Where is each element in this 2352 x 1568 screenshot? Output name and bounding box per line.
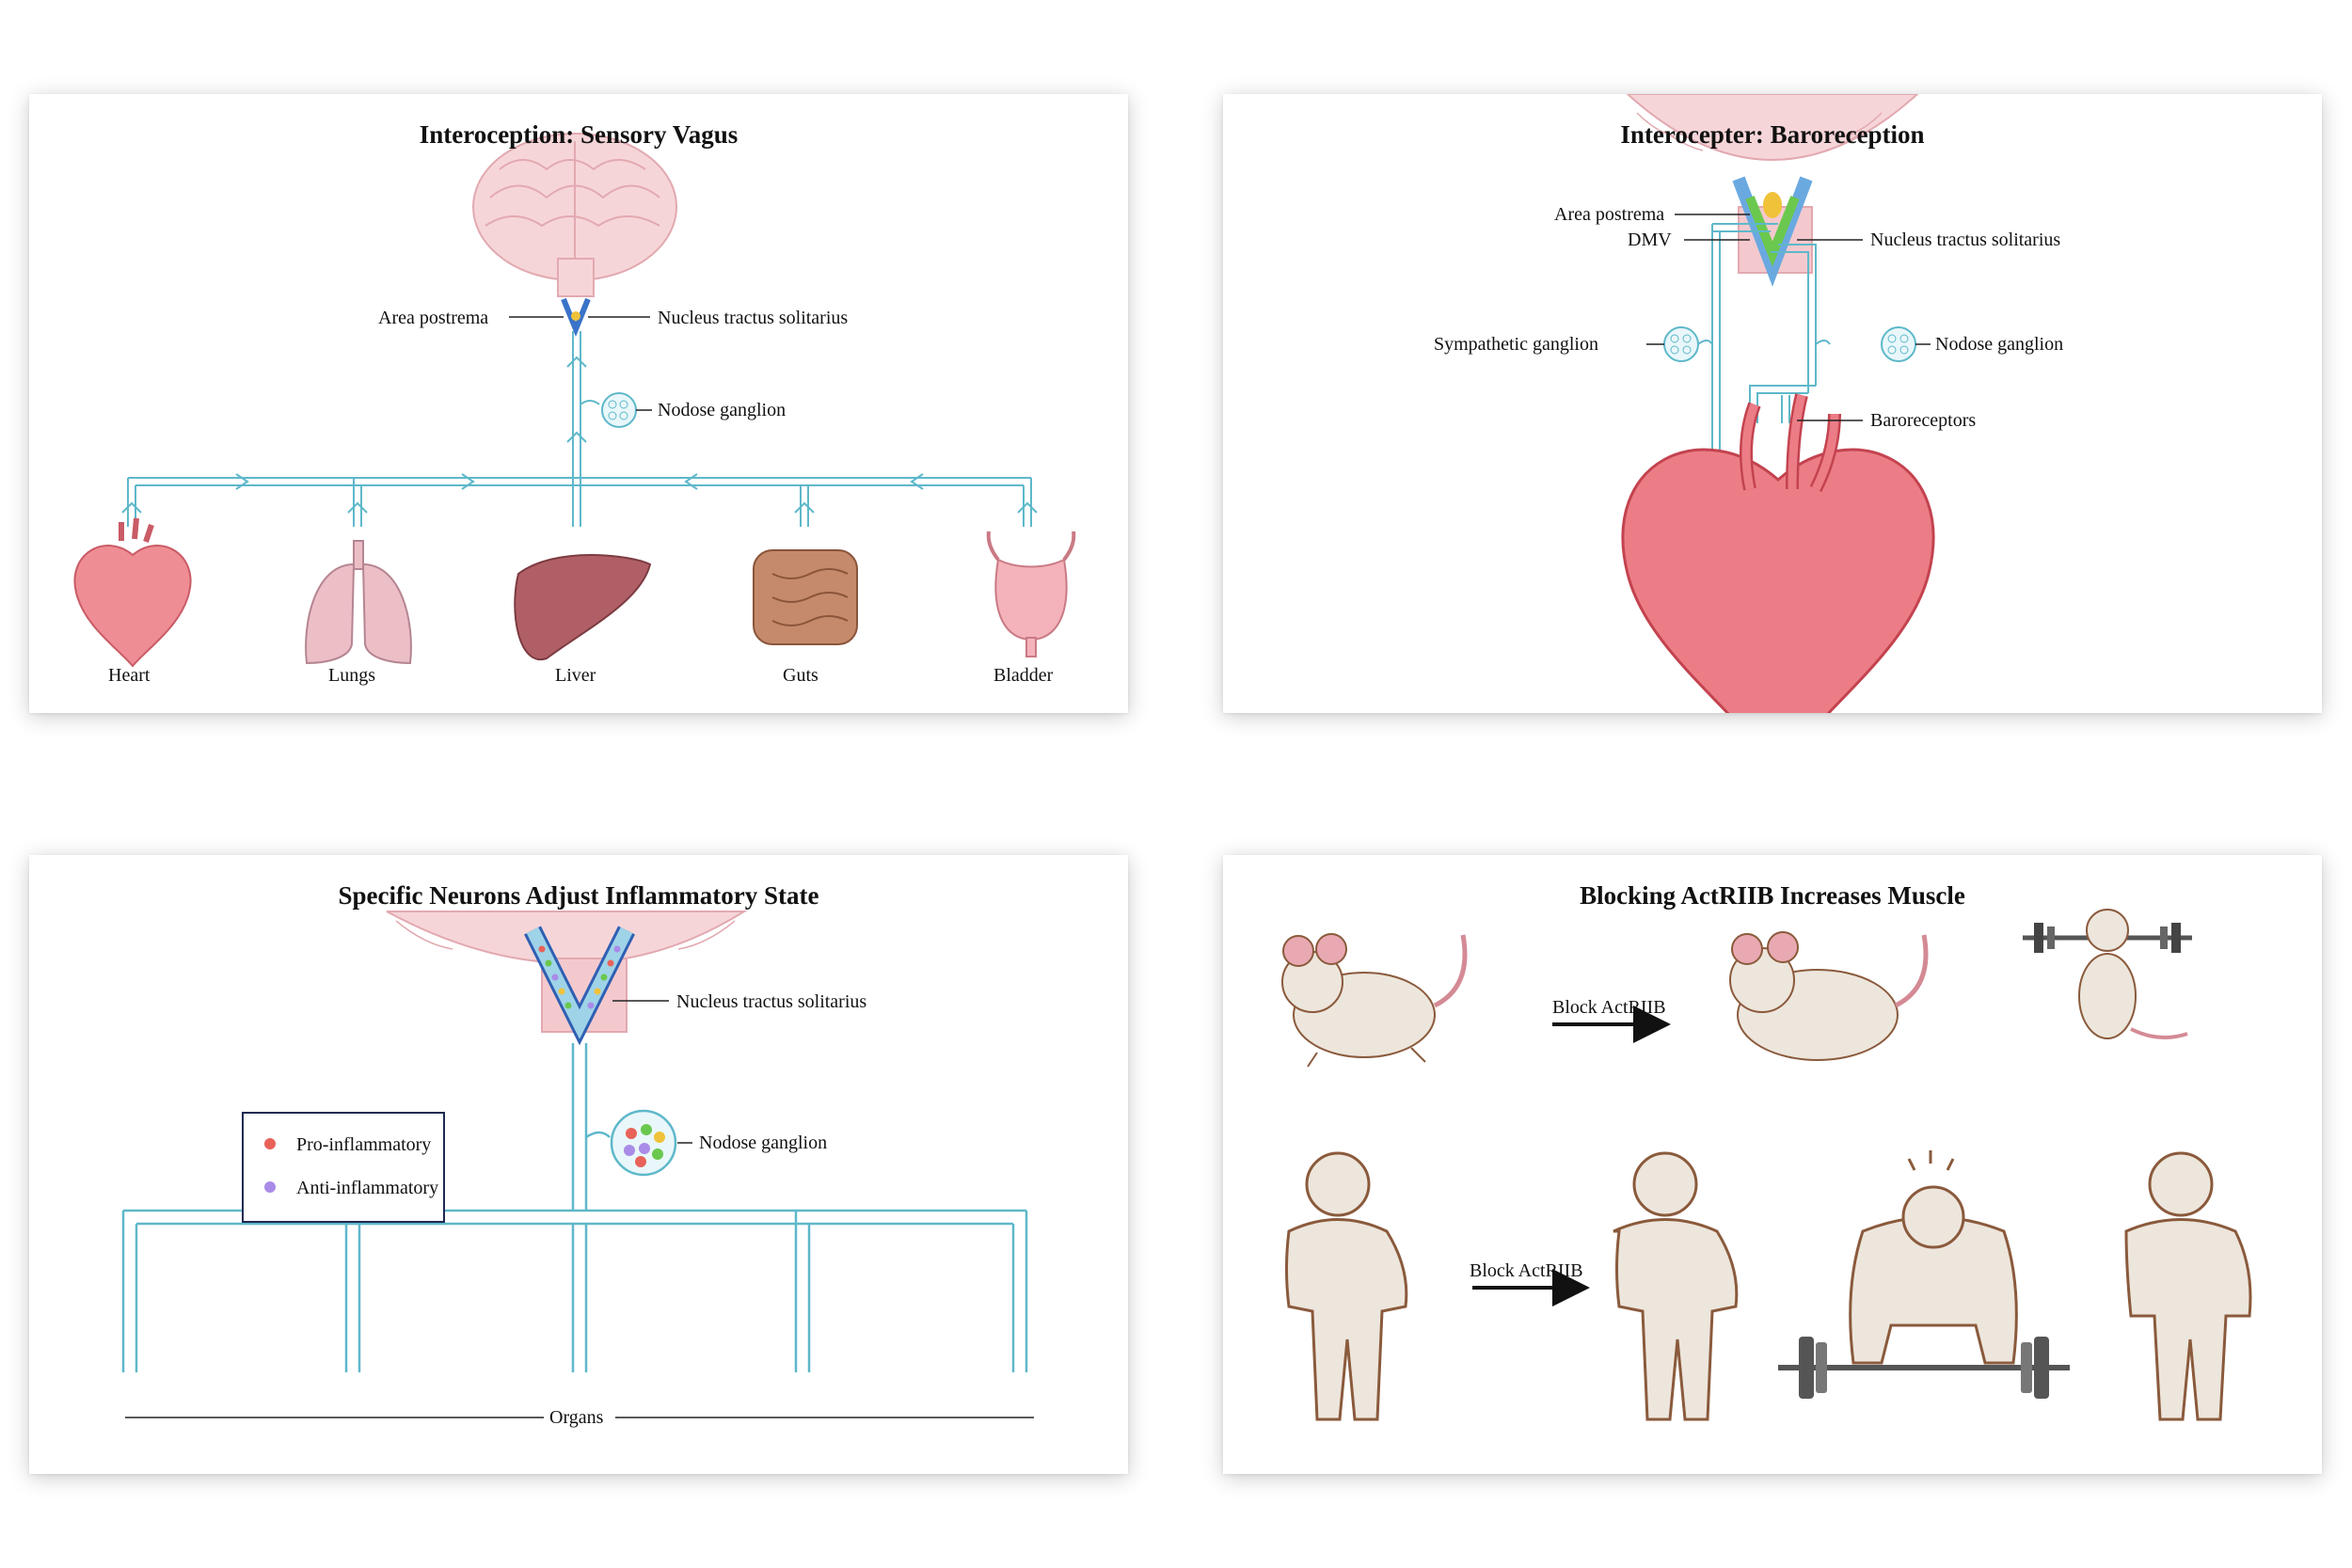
baroreception-diagram bbox=[1621, 94, 1935, 713]
panel-title: Specific Neurons Adjust Inflammatory Sta… bbox=[338, 881, 819, 910]
nodose-ganglion-icon bbox=[580, 392, 637, 428]
nts-label: Nucleus tractus solitarius bbox=[658, 308, 849, 328]
nts-label: Nucleus tractus solitarius bbox=[676, 991, 867, 1012]
sympathetic-ganglion-label: Sympathetic ganglion bbox=[1434, 334, 1598, 355]
anti-inflammatory-dot bbox=[264, 1181, 276, 1193]
organ-label-lungs: Lungs bbox=[328, 665, 375, 686]
panel-title: Blocking ActRIIB Increases Muscle bbox=[1580, 881, 1965, 910]
organ-label-guts: Guts bbox=[783, 665, 818, 686]
nodose-ganglion-label: Nodose ganglion bbox=[1935, 334, 2064, 355]
area-postrema-marker bbox=[571, 311, 580, 321]
legend-item-pro: Pro-inflammatory bbox=[264, 1134, 432, 1156]
area-postrema-label: Area postrema bbox=[378, 308, 489, 328]
sensory-vagus-diagram bbox=[73, 133, 1076, 668]
human-arrow-label: Block ActRIIB bbox=[1470, 1260, 1583, 1281]
human-figure-icon bbox=[1285, 1151, 1408, 1421]
organ-label-liver: Liver bbox=[555, 665, 596, 686]
legend-box: Pro-inflammatory Anti-inflammatory bbox=[242, 1112, 445, 1223]
dmv-label: DMV bbox=[1628, 230, 1672, 250]
liver-icon bbox=[514, 554, 652, 661]
panel-inflammatory: Specific Neurons Adjust Inflammatory Sta… bbox=[29, 855, 1128, 1474]
brain-illustration bbox=[472, 133, 677, 297]
baroreceptors-label: Baroreceptors bbox=[1870, 410, 1977, 431]
pro-inflammatory-dot bbox=[264, 1138, 276, 1149]
mouse-icon bbox=[1729, 931, 1929, 1061]
area-postrema-marker bbox=[1763, 192, 1782, 218]
panel-title: Interoception: Sensory Vagus bbox=[419, 120, 739, 149]
panel-baroreception: Interocepter: Baroreception Area postrem… bbox=[1223, 94, 2322, 713]
panel-actriib: Blocking ActRIIB Increases Muscle Block … bbox=[1223, 855, 2322, 1474]
human-figure-icon bbox=[1613, 1151, 1739, 1421]
organ-label-bladder: Bladder bbox=[993, 665, 1054, 686]
area-postrema-label: Area postrema bbox=[1554, 204, 1665, 225]
nodose-ganglion-icon bbox=[1815, 326, 1916, 362]
nodose-ganglion-label: Nodose ganglion bbox=[699, 1132, 828, 1153]
brainstem-illustration bbox=[1626, 94, 1919, 274]
legend-label-anti: Anti-inflammatory bbox=[296, 1178, 439, 1198]
inflammatory-diagram bbox=[121, 911, 1034, 1418]
panel-sensory-vagus: Interoception: Sensory Vagus Area postre… bbox=[29, 94, 1128, 713]
legend-item-anti: Anti-inflammatory bbox=[264, 1178, 439, 1199]
heart-icon bbox=[1621, 393, 1935, 713]
legend-label-pro: Pro-inflammatory bbox=[296, 1134, 432, 1155]
sympathetic-ganglion-icon bbox=[1663, 326, 1713, 362]
organ-label-heart: Heart bbox=[108, 665, 151, 686]
heart-icon bbox=[73, 517, 192, 668]
lungs-icon bbox=[305, 540, 412, 665]
mouse-arrow-label: Block ActRIIB bbox=[1552, 997, 1666, 1018]
human-lifting-barbell-icon bbox=[1778, 1150, 2070, 1399]
panel-title: Interocepter: Baroreception bbox=[1620, 120, 1925, 149]
bladder-icon bbox=[986, 531, 1076, 657]
mouse-icon bbox=[1281, 933, 1468, 1068]
guts-icon bbox=[753, 549, 858, 645]
nodose-ganglion-label: Nodose ganglion bbox=[658, 400, 787, 420]
actriib-diagram bbox=[1281, 909, 2252, 1421]
organs-label: Organs bbox=[549, 1407, 604, 1428]
nodose-ganglion-icon bbox=[610, 1109, 677, 1177]
neuron-dots bbox=[538, 945, 621, 1009]
mouse-lifting-barbell-icon bbox=[2023, 909, 2192, 1039]
human-figure-icon bbox=[2124, 1151, 2252, 1421]
nts-label: Nucleus tractus solitarius bbox=[1870, 230, 2061, 250]
